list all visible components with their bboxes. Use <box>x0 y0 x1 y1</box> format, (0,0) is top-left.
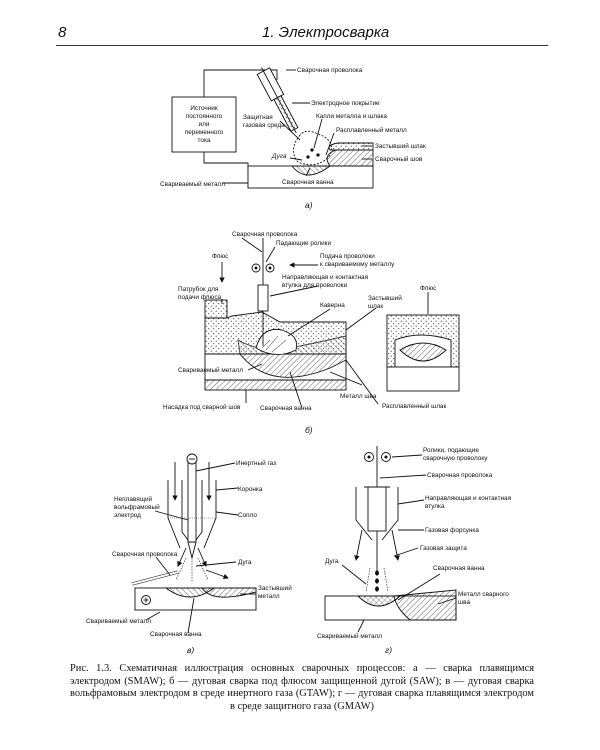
power-source-label-2: постоянного <box>186 113 223 120</box>
feed-label-2: к свариваемому металлу <box>320 261 395 268</box>
pool-label-a: Сварочная ванна <box>282 179 334 186</box>
flux-label: Флюс <box>212 253 229 260</box>
figure-g-labels: Ролики, подающие сварочную проволоку Сва… <box>317 447 512 655</box>
guide-label-b-1: Направляющая и контактная <box>282 274 369 281</box>
wire-label-g: Сварочная проволока <box>427 472 493 479</box>
guide-label-b-2: втулка для проволоки <box>282 282 347 289</box>
figure-v-gtaw <box>132 454 256 633</box>
base-label-v: Свариваемый металл <box>86 617 151 625</box>
base-label-g: Свариваемый металл <box>317 632 382 640</box>
molten-label: Расплавленный металл <box>336 126 407 134</box>
molten-slag-label: Расплавленный шлак <box>382 402 446 410</box>
flux-nozzle <box>205 300 227 318</box>
arc-label-a: Дуга <box>271 153 287 160</box>
gas-nozzle-label: Газовая форсунка <box>425 527 479 534</box>
nozzle-label-v: Сопло <box>238 512 257 519</box>
figure-caption: Рис. 1.3. Схематичная иллюстрация основн… <box>70 663 534 713</box>
seam-metal-label-g-1: Металл сварного <box>458 591 509 598</box>
figure-a-labels: Источник постоянного или переменного ток… <box>160 67 426 210</box>
nozzle-label-1: Патрубок для <box>178 285 219 293</box>
pool-label-v: Сварочная ванна <box>150 631 202 638</box>
wire-label-b: Сварочная проволока <box>232 231 298 238</box>
welding-figure: Источник постоянного или переменного ток… <box>0 0 600 660</box>
power-source-label-4: переменного <box>185 129 224 136</box>
sub-label-a: а) <box>305 200 313 210</box>
hard-slag-label-2: шлак <box>368 303 383 310</box>
guide-label-g-2: втулка <box>425 503 445 510</box>
sub-label-v: в) <box>187 645 194 655</box>
pool-label-g: Сварочная ванна <box>433 565 485 572</box>
gas-label-2: газовая среда <box>243 122 285 129</box>
cavern-label: Каверна <box>320 302 345 309</box>
power-source-label-1: Источник <box>190 105 217 112</box>
gas-label-1: Защитная <box>243 114 273 121</box>
sub-label-b: б) <box>305 425 313 435</box>
tungsten-label-1: Неплавящий <box>114 495 153 503</box>
wire-label-a: Сварочная проволока <box>297 67 363 74</box>
gas-shield-label: Газовая защита <box>420 545 467 552</box>
wire-label-v: Сварочная проволока <box>112 551 178 558</box>
slag-label: Застывший шлак <box>375 142 426 150</box>
hard-slag-label-1: Застывший <box>368 294 402 302</box>
contact-tube <box>258 285 268 311</box>
base-label-a: Свариваемый металл <box>160 180 225 188</box>
power-source-label-3: или <box>199 121 210 128</box>
guide-label-g-1: Направляющая и контактная <box>425 495 512 502</box>
sub-label-g: г) <box>385 645 392 655</box>
base-label-b: Свариваемый металл <box>178 366 243 374</box>
seam-metal-label-b: Металл шва <box>340 393 377 400</box>
hard-metal-label-2: металл <box>258 593 280 600</box>
caption-text: Рис. 1.3. Схематичная иллюстрация основн… <box>70 663 534 712</box>
inert-gas-label: Инертный газ <box>236 459 276 467</box>
backing-plate <box>205 380 346 390</box>
tungsten-label-3: электрод <box>114 512 141 519</box>
rollers-label-g-2: сварочную проволоку <box>423 455 488 462</box>
feed-label-1: Подача проволоки <box>320 253 375 260</box>
tungsten-label-2: вольфрамовый <box>114 503 160 511</box>
seam-label: Сварочный шов <box>375 155 423 163</box>
arc-label-v: Дуга <box>238 559 252 566</box>
backing-label: Насадка под сварной шов <box>163 403 241 411</box>
rollers-label-b: Падающие ролики <box>276 240 331 247</box>
coating-label: Электродное покрытие <box>311 100 380 107</box>
flux2-label: Флюс <box>420 285 437 292</box>
rollers-label-g-1: Ролики, подающие <box>423 447 479 454</box>
crown-label: Коронка <box>238 486 263 493</box>
hard-metal-label-1: Застывший <box>258 584 292 592</box>
seam-metal-label-g-2: шва <box>458 599 470 606</box>
nozzle-label-2: подачи флюса <box>178 294 222 301</box>
drops-label: Капли металла и шлака <box>316 113 387 120</box>
pool-label-b: Сварочная ванна <box>260 405 312 412</box>
arc-label-g: Дуга <box>325 558 339 565</box>
power-source-label-5: тока <box>198 137 211 144</box>
